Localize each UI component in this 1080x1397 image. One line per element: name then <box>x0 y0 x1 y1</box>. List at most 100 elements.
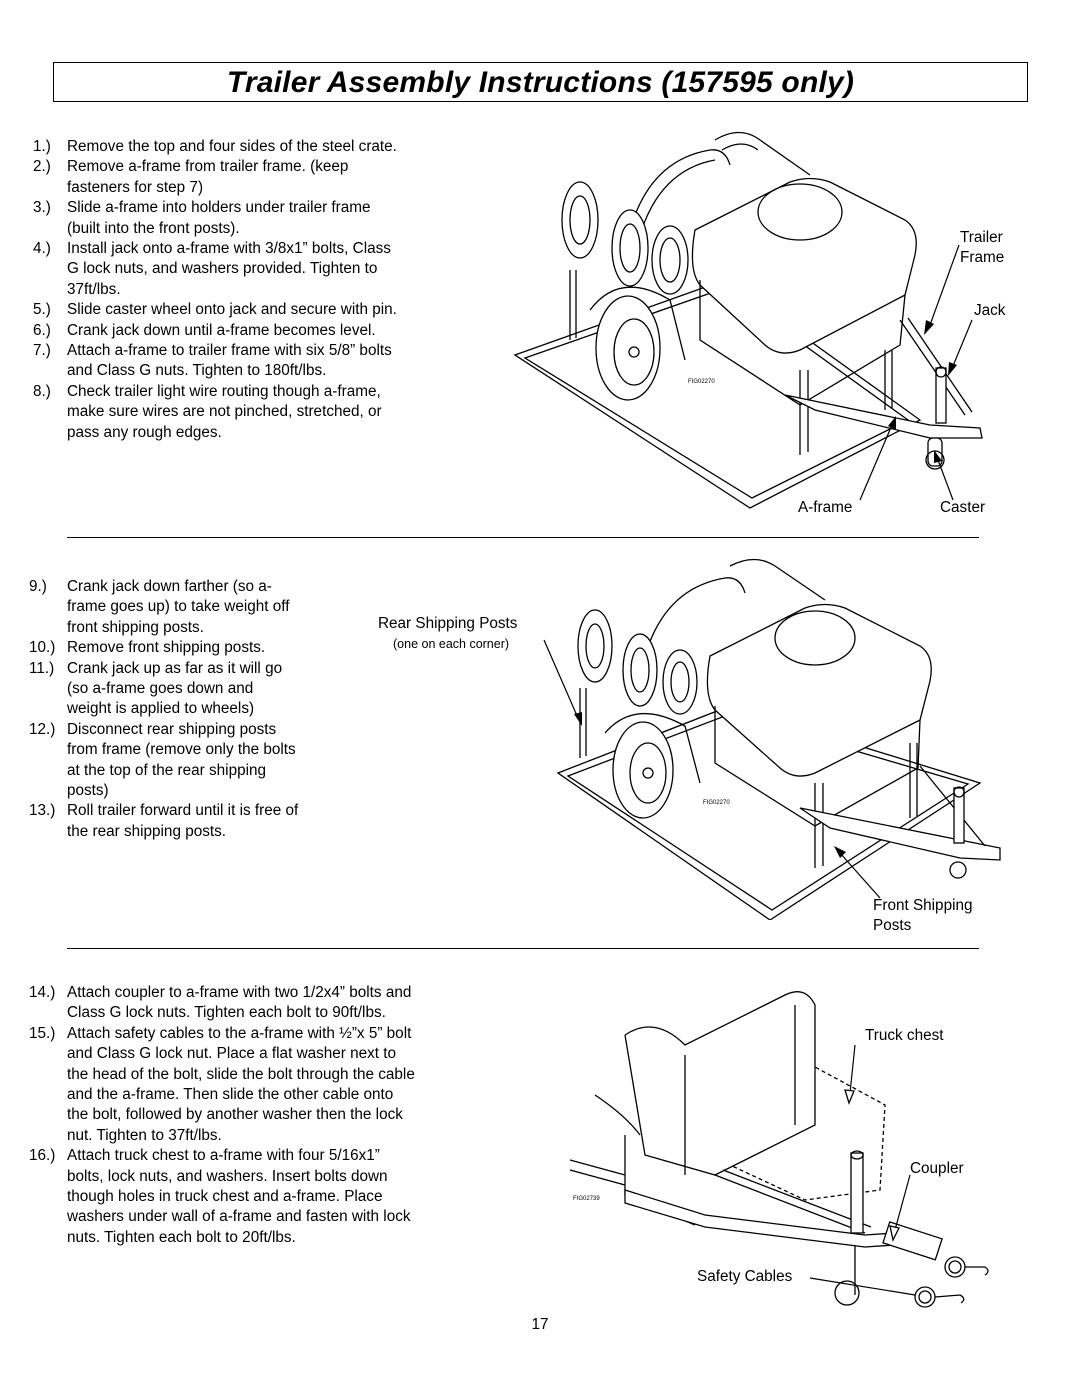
step-text-line: and Class G nuts. Tighten to 180ft/lbs. <box>67 362 327 380</box>
step-number: 8.) <box>33 382 51 400</box>
step-number: 1.) <box>33 138 51 155</box>
step-number: 9.) <box>29 578 47 595</box>
coupler-assembly-figure-3: FIG02739 <box>569 991 989 1308</box>
label-coupler: Coupler <box>910 1160 964 1177</box>
step-text-line: Crank jack down farther (so a- <box>67 578 272 595</box>
water-tank-2 <box>706 603 932 777</box>
hose-reel-4 <box>622 633 658 707</box>
step-text-line: (so a-frame goes down and <box>67 680 254 698</box>
page-number: 17 <box>531 1316 549 1333</box>
step-text-line: Install jack onto a-frame with 3/8x1” bo… <box>67 240 391 258</box>
label-rear-posts-note: (one on each corner) <box>393 637 510 651</box>
instruction-step: 2.)Remove a-frame from trailer frame. (k… <box>25 157 485 198</box>
instruction-step: 12.) Disconnect rear shipping posts from f… <box>25 720 375 802</box>
step-text-line: and the a-frame. Then slide the other ca… <box>67 1086 394 1104</box>
step-text-line: Attach safety cables to the a-frame with… <box>67 1024 412 1042</box>
hose-reel-2 <box>611 209 649 287</box>
step-text-line: Check trailer light wire routing though … <box>67 382 381 400</box>
section-divider-2 <box>67 948 979 949</box>
section-divider-1 <box>67 537 979 538</box>
wheel-tire <box>595 295 661 401</box>
step-text-line: Remove a-frame from trailer frame. (keep <box>67 158 349 176</box>
step-text-line: posts) <box>67 782 109 800</box>
label-a-frame: A-frame <box>798 499 853 516</box>
step-text-line: and Class G lock nut. Place a flat washe… <box>67 1045 397 1063</box>
step-number: 11.) <box>29 659 55 677</box>
instruction-list-section-3: 14.) Attach coupler to a-frame with two 1… <box>25 983 525 1248</box>
step-text-line: Remove the top and four sides of the ste… <box>67 138 397 155</box>
step-text-line: the rear shipping posts. <box>67 822 227 840</box>
label-safety-cables: Safety Cables <box>697 1268 793 1285</box>
title-box: Trailer Assembly Instructions (157595 on… <box>53 62 1028 102</box>
step-text-line: G lock nuts, and washers provided. Tight… <box>67 260 378 278</box>
label-jack: Jack <box>974 302 1006 319</box>
label-frame: Frame <box>960 249 1005 266</box>
label-front-shipping: Front Shipping <box>873 897 973 914</box>
step-number: 3.) <box>33 199 51 217</box>
trailer-assembly-figure-2: FIG02270 <box>543 558 1001 920</box>
step-number: 14.) <box>29 984 56 1001</box>
a-frame <box>784 394 983 439</box>
instruction-step: 15.) Attach safety cables to the a-frame … <box>25 1024 525 1146</box>
instruction-list-section-2: 9.)Crank jack down farther (so a-frame g… <box>25 577 375 842</box>
safety-cable-coil-2 <box>914 1286 936 1308</box>
label-truck-chest: Truck chest <box>865 1027 944 1044</box>
step-number: 4.) <box>33 240 51 258</box>
step-number: 10.) <box>29 639 56 657</box>
label-front-posts: Posts <box>873 917 912 934</box>
wheel-tire-2 <box>612 721 674 819</box>
step-number: 6.) <box>33 321 51 339</box>
safety-cable-coil-1 <box>944 1256 966 1278</box>
instruction-step: 8.) Check trailer light wire routing thou… <box>25 382 485 443</box>
step-text-line: Attach coupler to a-frame with two 1/2x4… <box>67 984 412 1001</box>
step-text-line: Attach a-frame to trailer frame with six… <box>67 342 392 360</box>
label-trailer: Trailer <box>960 229 1003 246</box>
step-text-line: weight is applied to wheels) <box>67 700 255 718</box>
step-text-line: nuts. Tighten each bolt to 20ft/lbs. <box>67 1228 296 1246</box>
fig-code-1: FIG02270 <box>688 379 715 385</box>
instruction-step: 16.)Attach truck chest to a-frame with f… <box>25 1146 525 1248</box>
hose-reel-3 <box>577 609 613 683</box>
label-rear-shipping-posts: Rear Shipping Posts <box>378 615 518 632</box>
step-text-line: 37ft/lbs. <box>67 280 121 298</box>
step-text-line: Roll trailer forward until it is free of <box>67 802 299 820</box>
caster-wheel-3 <box>834 1280 860 1306</box>
instruction-step: 3.) Slide a-frame into holders under trai… <box>25 198 485 239</box>
instruction-step: 14.) Attach coupler to a-frame with two 1… <box>25 983 525 1024</box>
step-text-line: from frame (remove only the bolts <box>67 741 296 759</box>
jack-post-3 <box>850 1152 864 1234</box>
step-text-line: bolts, lock nuts, and washers. Insert bo… <box>67 1167 388 1185</box>
step-number: 12.) <box>29 720 56 738</box>
fig-code-3: FIG02739 <box>573 1196 600 1202</box>
step-text-line: fasteners for step 7) <box>67 178 204 196</box>
instruction-step: 5.)Slide caster wheel onto jack and secu… <box>25 300 485 320</box>
step-number: 7.) <box>33 342 51 360</box>
step-text-line: nut. Tighten to 37ft/lbs. <box>67 1126 222 1144</box>
page-title: Trailer Assembly Instructions (157595 on… <box>226 66 855 99</box>
step-text-line: Slide a-frame into holders under trailer… <box>67 199 371 217</box>
hose-reel-1 <box>561 181 599 259</box>
step-text-line: the head of the bolt, slide the bolt thr… <box>67 1065 415 1083</box>
jack-post <box>935 367 947 424</box>
instruction-step: 1.) Remove the top and four sides of the … <box>25 137 485 157</box>
step-number: 15.) <box>29 1024 56 1042</box>
step-text-line: Crank jack down until a-frame becomes le… <box>67 321 376 339</box>
instruction-step: 13.) Roll trailer forward until it is fre… <box>25 801 375 842</box>
instruction-list-section-1: 1.) Remove the top and four sides of the … <box>25 137 485 443</box>
instruction-step: 11.)Crank jack up as far as it will go(s… <box>25 659 375 720</box>
step-text-line: the bolt, followed by another washer the… <box>67 1106 403 1124</box>
jack-post-2 <box>953 787 965 844</box>
fig-code-2: FIG02270 <box>703 800 730 806</box>
step-number: 16.) <box>29 1147 56 1165</box>
step-text-line: Slide caster wheel onto jack and secure … <box>67 301 397 319</box>
step-text-line: pass any rough edges. <box>67 423 222 441</box>
step-text-line: make sure wires are not pinched, stretch… <box>67 403 382 421</box>
step-text-line: at the top of the rear shipping <box>67 761 266 779</box>
step-text-line: Class G lock nuts. Tighten each bolt to … <box>67 1004 386 1022</box>
step-text-line: Disconnect rear shipping posts <box>67 720 277 738</box>
instruction-step: 4.) Install jack onto a-frame with 3/8x1”… <box>25 239 485 300</box>
step-number: 13.) <box>29 802 56 820</box>
water-tank <box>691 177 917 354</box>
step-text-line: (built into the front posts). <box>67 219 240 237</box>
trailer-assembly-figure-1: FIG02270 <box>513 131 983 509</box>
